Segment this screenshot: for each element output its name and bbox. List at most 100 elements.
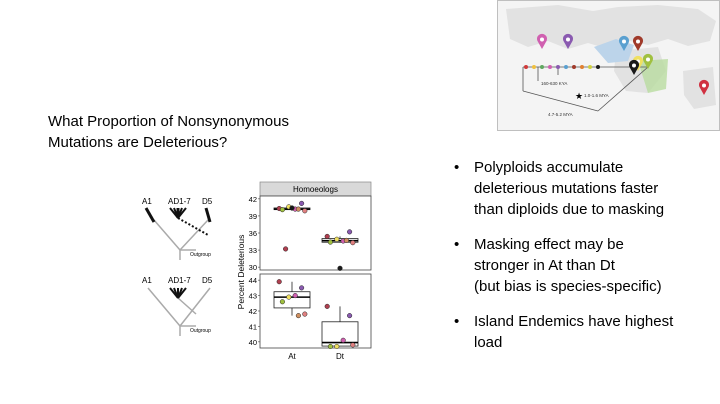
bullet-line: stronger in At than Dt [474, 257, 615, 274]
facet-title: Homoeologs [293, 185, 338, 194]
data-point [334, 343, 340, 350]
taxon-dot [588, 65, 592, 69]
data-point [299, 285, 305, 291]
data-point [279, 299, 285, 305]
tree-branch [153, 219, 181, 251]
bullet-line: Masking effect may be [474, 236, 624, 253]
tree-bottom-label-a1: A1 [142, 276, 152, 285]
tree-bottom-outgroup: Outgroup [190, 328, 211, 334]
map-pin-center [566, 37, 570, 42]
tree-thick-branch [173, 207, 179, 219]
world-map-svg: ★ 160-630 KYA 1.0-1.6 MYA 4.7-5.2 MYA [506, 5, 716, 117]
map-pin-center [702, 83, 706, 88]
taxon-dot [524, 65, 528, 69]
tree-thick-branch [204, 207, 212, 223]
taxon-dot [540, 65, 544, 69]
tree-top-label-d5: D5 [202, 197, 213, 206]
phylogeny-trees-figure: A1 AD1-7 D5 Outgroup A1 AD1-7 D5 [138, 190, 234, 345]
map-pin-center [622, 39, 626, 44]
x-tick-label-at: At [288, 352, 296, 361]
data-point [286, 294, 292, 300]
bullet-line: deleterious mutations faster [474, 180, 659, 197]
data-point [292, 293, 298, 299]
star-marker: ★ [575, 91, 583, 101]
tree-thick-branch [177, 207, 187, 219]
world-map-figure: ★ 160-630 KYA 1.0-1.6 MYA 4.7-5.2 MYA [497, 0, 720, 131]
data-point [347, 229, 353, 235]
tree-dotted-branch [177, 217, 209, 236]
y-tick-label: 40 [249, 338, 257, 347]
tree-branch [179, 287, 211, 327]
data-point [279, 207, 285, 213]
y-tick-label: 43 [249, 292, 257, 301]
data-point [324, 303, 330, 309]
bullet-line: than diploids due to masking [474, 201, 665, 218]
data-point [350, 240, 356, 246]
boxplot-svg: Percent Deleterious Homoeologs 303336394… [236, 181, 372, 361]
plot-panel-top [259, 195, 372, 271]
region-highlight [638, 59, 668, 93]
bullet-item: • Island Endemics have highest load [454, 311, 714, 353]
data-point [340, 337, 346, 343]
box-iqr [273, 291, 311, 309]
data-point [343, 237, 349, 243]
tree-bottom-label-d5: D5 [202, 276, 213, 285]
taxon-dot [556, 65, 560, 69]
y-tick-label: 42 [249, 307, 257, 316]
slide-title-line: What Proportion of Nonsynonymous [48, 113, 289, 130]
data-point [334, 236, 340, 242]
tree-thick-branch [144, 207, 156, 223]
slide-title-line: Mutations are Deleterious? [48, 134, 228, 151]
tree-top-label-a1: A1 [142, 197, 152, 206]
y-tick-label: 42 [249, 195, 257, 204]
map-time-label: 160-630 KYA [541, 81, 567, 86]
taxon-dot [580, 65, 584, 69]
bullet-line: load [474, 334, 503, 351]
y-axis-label: Percent Deleterious [236, 235, 246, 310]
tree-bottom-label-ad: AD1-7 [168, 276, 191, 285]
slide-title: What Proportion of Nonsynonymous Mutatio… [48, 111, 348, 153]
bullet-line: Polyploids accumulate [474, 159, 624, 176]
y-tick-label: 33 [249, 246, 257, 255]
x-tick-label-dt: Dt [336, 352, 345, 361]
map-pins [537, 33, 709, 95]
data-point [327, 239, 333, 245]
data-point [295, 313, 301, 319]
phylogeny-trees-svg: A1 AD1-7 D5 Outgroup A1 AD1-7 D5 [142, 197, 213, 336]
landmass [506, 5, 716, 49]
map-pin-center [636, 39, 640, 44]
taxon-dot [548, 65, 552, 69]
bullet-line: (but bias is species-specific) [474, 278, 662, 295]
bullet-item: • Polyploids accumulate deleterious muta… [454, 157, 714, 220]
landmass [683, 67, 716, 109]
data-point [302, 208, 308, 214]
tree-top-label-ad: AD1-7 [168, 197, 191, 206]
y-tick-label: 36 [249, 229, 257, 238]
data-point [347, 313, 353, 319]
map-time-label: 1.0-1.6 MYA [584, 93, 609, 98]
map-pin-center [646, 57, 650, 62]
tree-branch [522, 90, 599, 112]
tree-branch [179, 219, 209, 251]
data-point [337, 265, 343, 271]
tree-thick-branch [177, 287, 187, 299]
y-tick-label: 30 [249, 263, 257, 272]
map-time-label: 4.7-5.2 MYA [548, 112, 573, 117]
y-tick-label: 44 [249, 276, 257, 285]
data-point [295, 206, 301, 212]
tree-branch [147, 287, 181, 327]
taxon-dot [596, 65, 600, 69]
data-point [289, 205, 295, 211]
data-point [283, 246, 289, 252]
data-point [350, 342, 356, 348]
taxon-dot [572, 65, 576, 69]
bullet-list: • Polyploids accumulate deleterious muta… [454, 157, 714, 367]
taxon-dot [564, 65, 568, 69]
tree-top-outgroup: Outgroup [190, 252, 211, 258]
bullet-glyph: • [454, 236, 460, 253]
bullet-glyph: • [454, 313, 460, 330]
data-point [302, 311, 308, 317]
y-tick-label: 41 [249, 322, 257, 331]
data-point [324, 233, 330, 239]
